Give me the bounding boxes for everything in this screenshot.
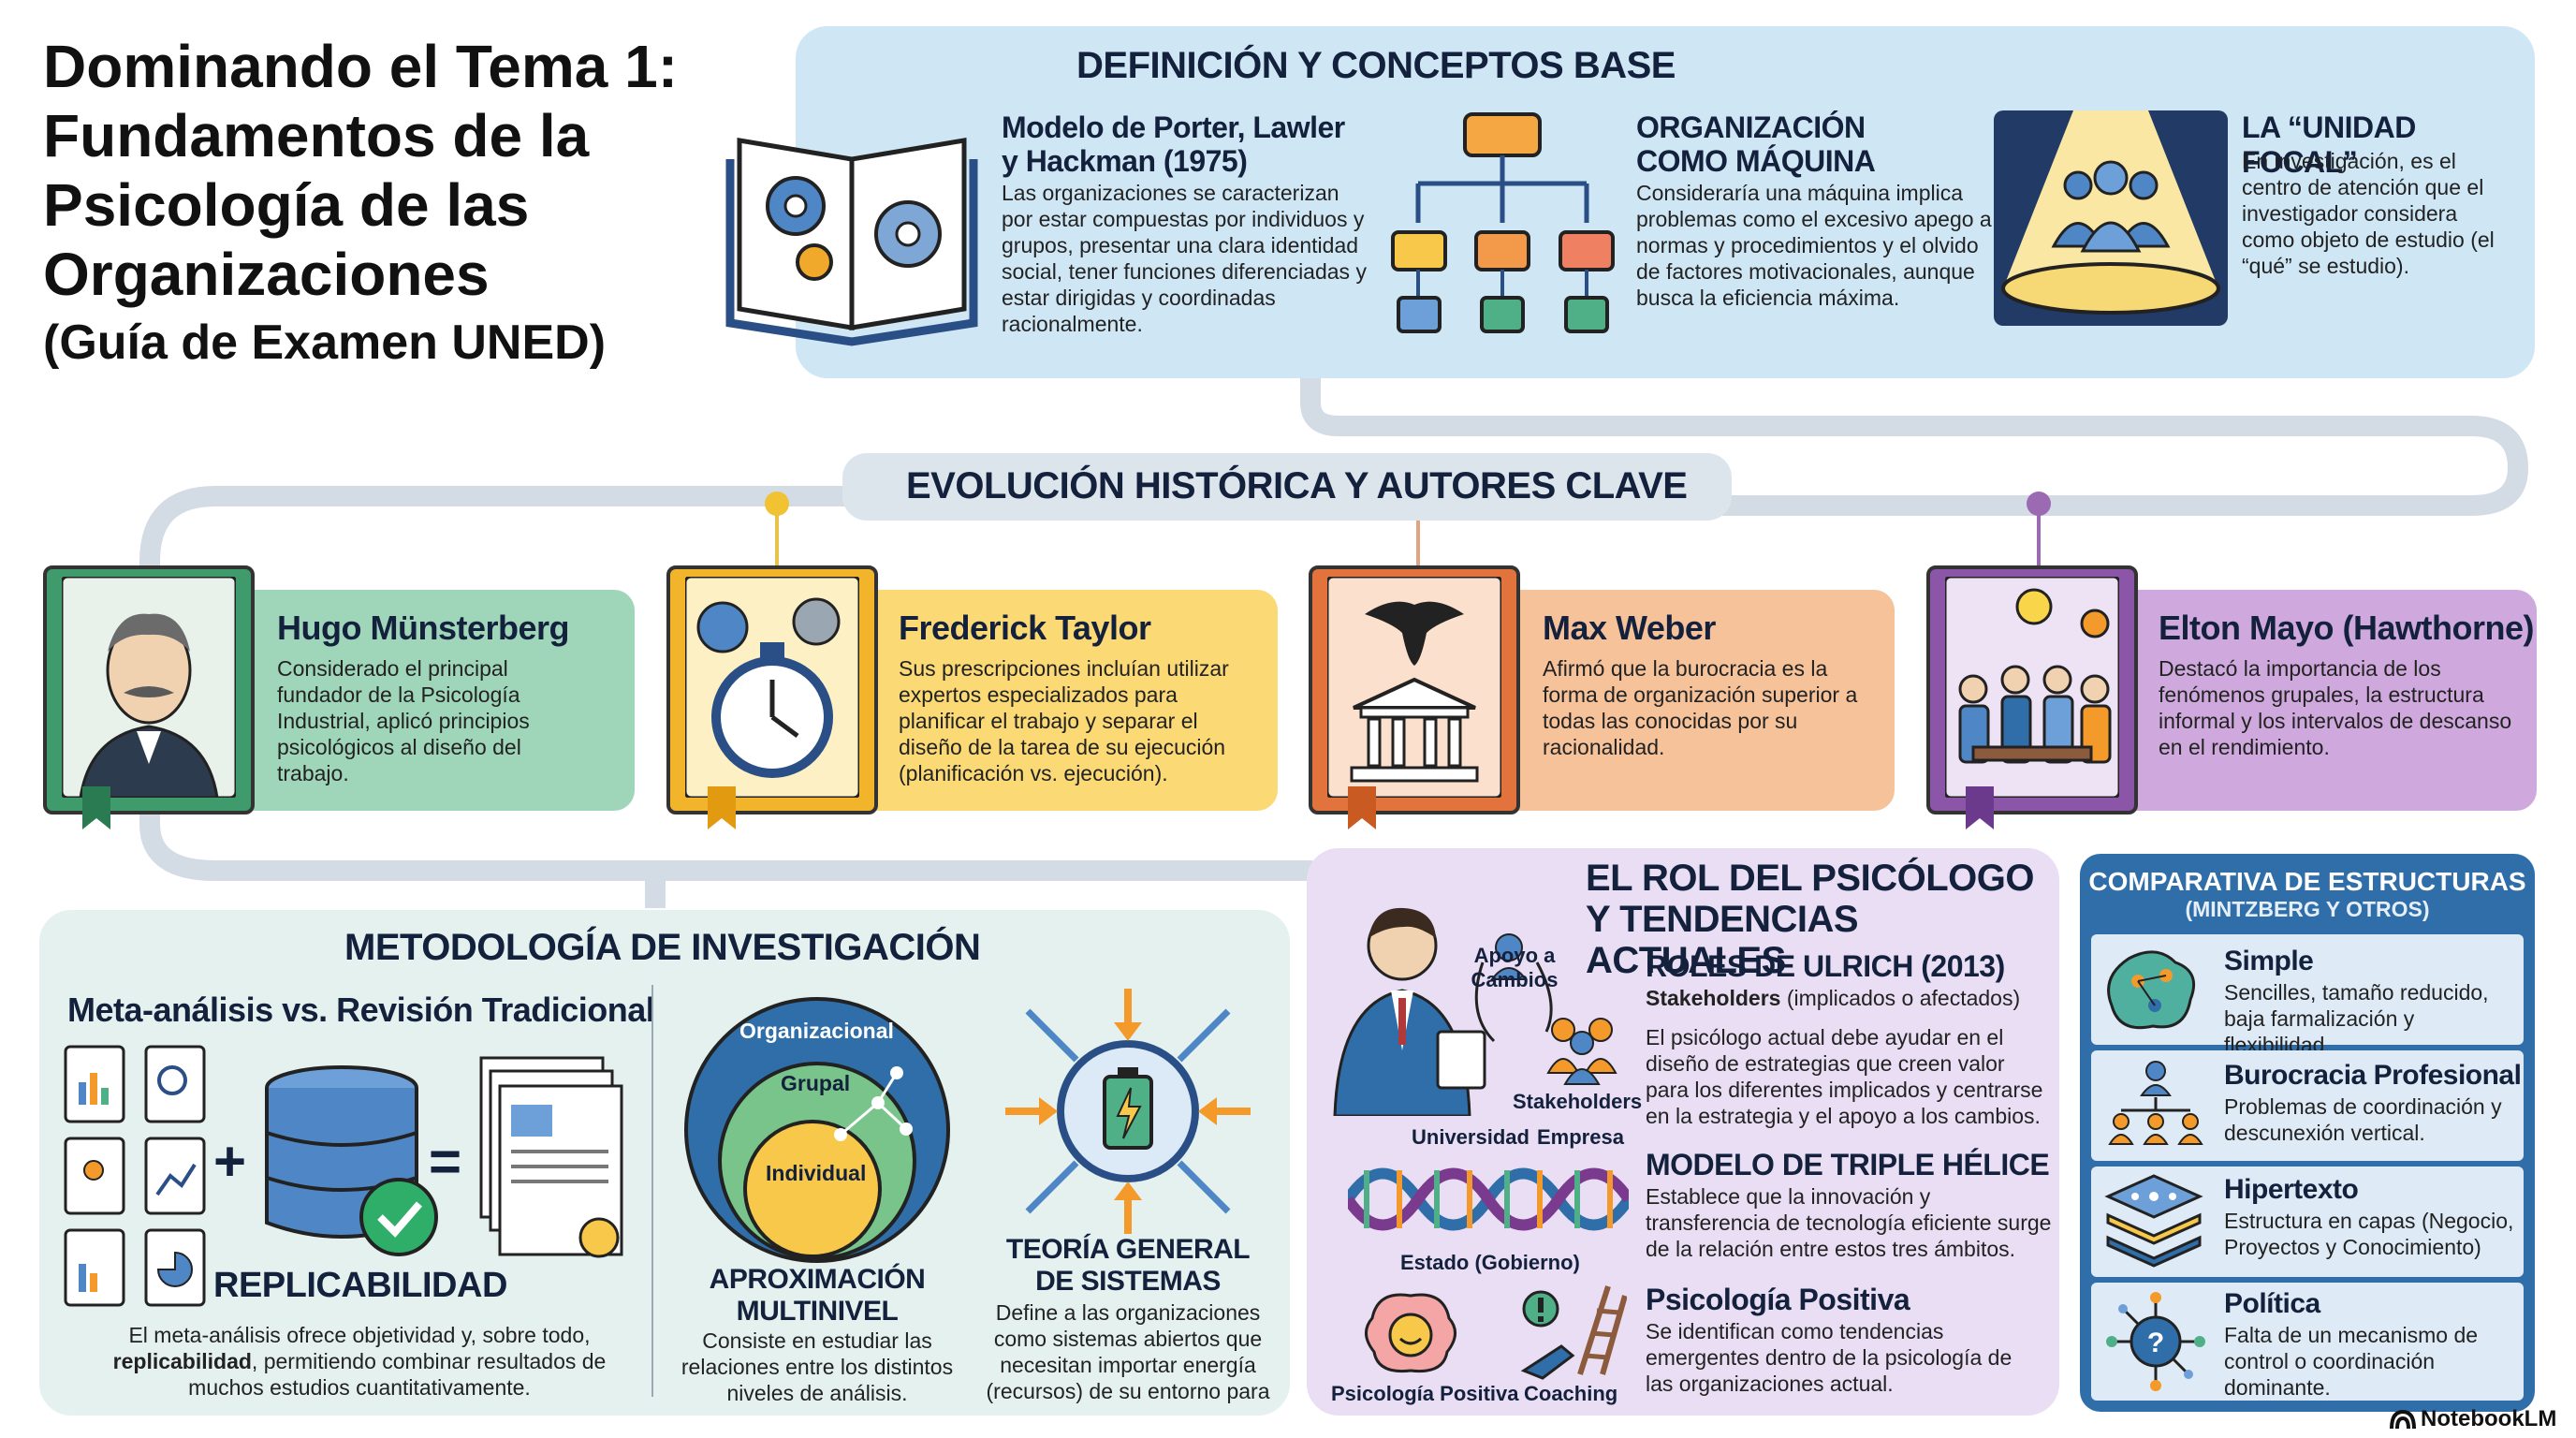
- systems-title: TEORÍA GENERAL DE SISTEMAS: [1005, 1234, 1251, 1297]
- stakeholders-label: Stakeholders: [1513, 1090, 1643, 1113]
- stakeholders-icon: [1546, 1018, 1617, 1085]
- svg-text:?: ?: [2147, 1328, 2164, 1358]
- meta-text-after: , permitiendo combinar resultados de muc…: [188, 1349, 607, 1400]
- structures-heading: COMPARATIVA DE ESTRUCTURAS: [2088, 867, 2526, 896]
- weber-text: Afirmó que la burocracia es la forma de …: [1543, 656, 1858, 759]
- meta-subheading: Meta-análisis vs. Revisión Tradicional: [67, 990, 655, 1029]
- workers-group-icon: [1945, 577, 2119, 798]
- multilevel-circles-icon: [684, 997, 950, 1263]
- notebooklm-logo-icon: [2390, 1409, 2416, 1430]
- focal-text: En investigación, es el centro de atenci…: [2242, 149, 2495, 278]
- bookmark-icon: [1966, 786, 1994, 829]
- open-book-gears-icon: [725, 138, 978, 346]
- blob-network-icon: [2107, 950, 2195, 1030]
- definition-panel: [796, 26, 2535, 378]
- replicability-label: REPLICABILIDAD: [213, 1266, 507, 1305]
- hierarchy-icon: [2108, 1061, 2203, 1145]
- level-organizacional: Organizacional: [739, 1019, 894, 1043]
- methodology-heading: METODOLOGÍA DE INVESTIGACIÓN: [344, 927, 981, 968]
- positive-title: Psicología Positiva: [1646, 1283, 1910, 1316]
- machine-text: Consideraría una máquina implica problem…: [1636, 181, 1992, 310]
- coaching-ladder-icon: [1520, 1285, 1627, 1380]
- porter-title: Modelo de Porter, Lawler y Hackman (1975…: [1002, 110, 1345, 178]
- helix-universidad: Universidad: [1412, 1125, 1530, 1149]
- author-card-weber: [1481, 590, 1895, 811]
- page-title: Dominando el Tema 1: Fundamentos de la P…: [43, 33, 679, 308]
- systems-text: Define a las organizaciones como sistema…: [986, 1300, 1270, 1403]
- level-individual: Individual: [766, 1161, 867, 1185]
- psychologist-icon: [1333, 907, 1553, 1116]
- ulrich-sub-bold: Stakeholders: [1646, 986, 1781, 1010]
- level-grupal: Grupal: [781, 1071, 851, 1095]
- question-network-icon: ?: [2106, 1292, 2205, 1391]
- munsterberg-text: Considerado el principal fundador de la …: [277, 656, 530, 785]
- stacked-report-icon: [479, 1056, 623, 1258]
- positive-text: Se identifican como tendencias emergente…: [1646, 1319, 2012, 1396]
- bookmark-icon: [708, 786, 736, 829]
- taylor-name: Frederick Taylor: [899, 609, 1151, 647]
- evolution-heading: EVOLUCIÓN HISTÓRICA Y AUTORES CLAVE: [906, 465, 1688, 506]
- page-subtitle: (Guía de Examen UNED): [43, 315, 607, 370]
- munsterberg-name: Hugo Münsterberg: [277, 609, 570, 647]
- evolution-heading-pill: [842, 453, 1732, 521]
- helix-estado: Estado (Gobierno): [1400, 1251, 1580, 1274]
- database-check-icon: [265, 1065, 438, 1256]
- focal-title: LA “UNIDAD FOCAL”: [2242, 110, 2416, 179]
- documents-grid-icon: [64, 1045, 206, 1307]
- equals-sign: =: [429, 1130, 461, 1193]
- structure-bureaucracy-title: Burocracia Profesional: [2224, 1060, 2522, 1091]
- ulrich-text: El psicólogo actual debe ayudar en el di…: [1646, 1025, 2043, 1128]
- systems-battery-icon: [1005, 989, 1251, 1234]
- role-heading: EL ROL DEL PSICÓLOGO Y TENDENCIAS ACTUAL…: [1586, 858, 2034, 981]
- helix-empresa: Empresa: [1537, 1125, 1624, 1149]
- author-card-mayo: [2100, 590, 2537, 811]
- stopwatch-gears-icon: [685, 577, 859, 798]
- structure-simple-title: Simple: [2224, 946, 2314, 976]
- structure-hypertext-title: Hipertexto: [2224, 1174, 2359, 1205]
- porter-text: Las organizaciones se caracterizan por e…: [1002, 181, 1367, 336]
- meta-text-bold: replicabilidad: [112, 1349, 252, 1373]
- structure-politics-title: Política: [2224, 1288, 2320, 1319]
- mayo-name: Elton Mayo (Hawthorne): [2159, 609, 2535, 647]
- methodology-divider: [651, 985, 653, 1397]
- brain-smile-icon: [1365, 1293, 1456, 1373]
- weber-name: Max Weber: [1543, 609, 1716, 647]
- author-card-taylor: [838, 590, 1278, 811]
- meta-text: El meta-análisis ofrece objetividad y, s…: [79, 1322, 640, 1401]
- definition-heading: DEFINICIÓN Y CONCEPTOS BASE: [1076, 45, 1676, 86]
- org-chart-icon: [1391, 112, 1615, 333]
- plus-sign: +: [213, 1130, 246, 1193]
- eagle-building-icon: [1327, 577, 1501, 798]
- helix-text: Establece que la innovación y transferen…: [1646, 1184, 2052, 1261]
- structure-hypertext-text: Estructura en capas (Negocio, Proyectos …: [2224, 1209, 2514, 1259]
- ulrich-title: ROLES DE ULRICH (2013): [1646, 949, 2005, 983]
- structure-bureaucracy-text: Problemas de coordinación y descunexión …: [2224, 1094, 2502, 1145]
- ulrich-sub: Stakeholders (implicados o afectados): [1646, 985, 2048, 1011]
- bookmark-icon: [1348, 786, 1376, 829]
- bookmark-icon: [82, 786, 110, 829]
- helix-title: MODELO DE TRIPLE HÉLICE: [1646, 1148, 2050, 1181]
- author-card-munsterberg: [215, 590, 635, 811]
- structure-politics-text: Falta de un mecanismo de control o coord…: [2224, 1323, 2479, 1400]
- spotlight-group-icon: [1994, 110, 2228, 326]
- structure-simple-text: Sencilles, tamaño reducido, baja farmali…: [2224, 980, 2489, 1057]
- brand-label: NotebookLM: [2421, 1406, 2557, 1431]
- multilevel-title: APROXIMACIÓN MULTINIVEL: [709, 1264, 926, 1327]
- positive-label: Psicología Positiva: [1331, 1382, 1519, 1405]
- coaching-label: Coaching: [1524, 1382, 1618, 1405]
- multilevel-text: Consiste en estudiar las relaciones entr…: [681, 1328, 954, 1405]
- ulrich-sub-rest: (implicados o afectados): [1780, 986, 2021, 1010]
- meta-text-before: El meta-análisis ofrece objetividad y, s…: [128, 1323, 591, 1347]
- layers-icon: [2104, 1174, 2203, 1268]
- structures-subheading: (MINTZBERG Y OTROS): [2185, 897, 2430, 921]
- taylor-text: Sus prescripciones incluían utilizar exp…: [899, 656, 1229, 785]
- dna-helix-icon: [1348, 1167, 1629, 1231]
- support-label: Apoyo a Cambios: [1471, 944, 1559, 991]
- machine-title: ORGANIZACIÓN COMO MÁQUINA: [1636, 110, 1876, 178]
- mayo-text: Destacó la importancia de los fenómenos …: [2159, 656, 2512, 759]
- portrait-icon: [62, 577, 236, 798]
